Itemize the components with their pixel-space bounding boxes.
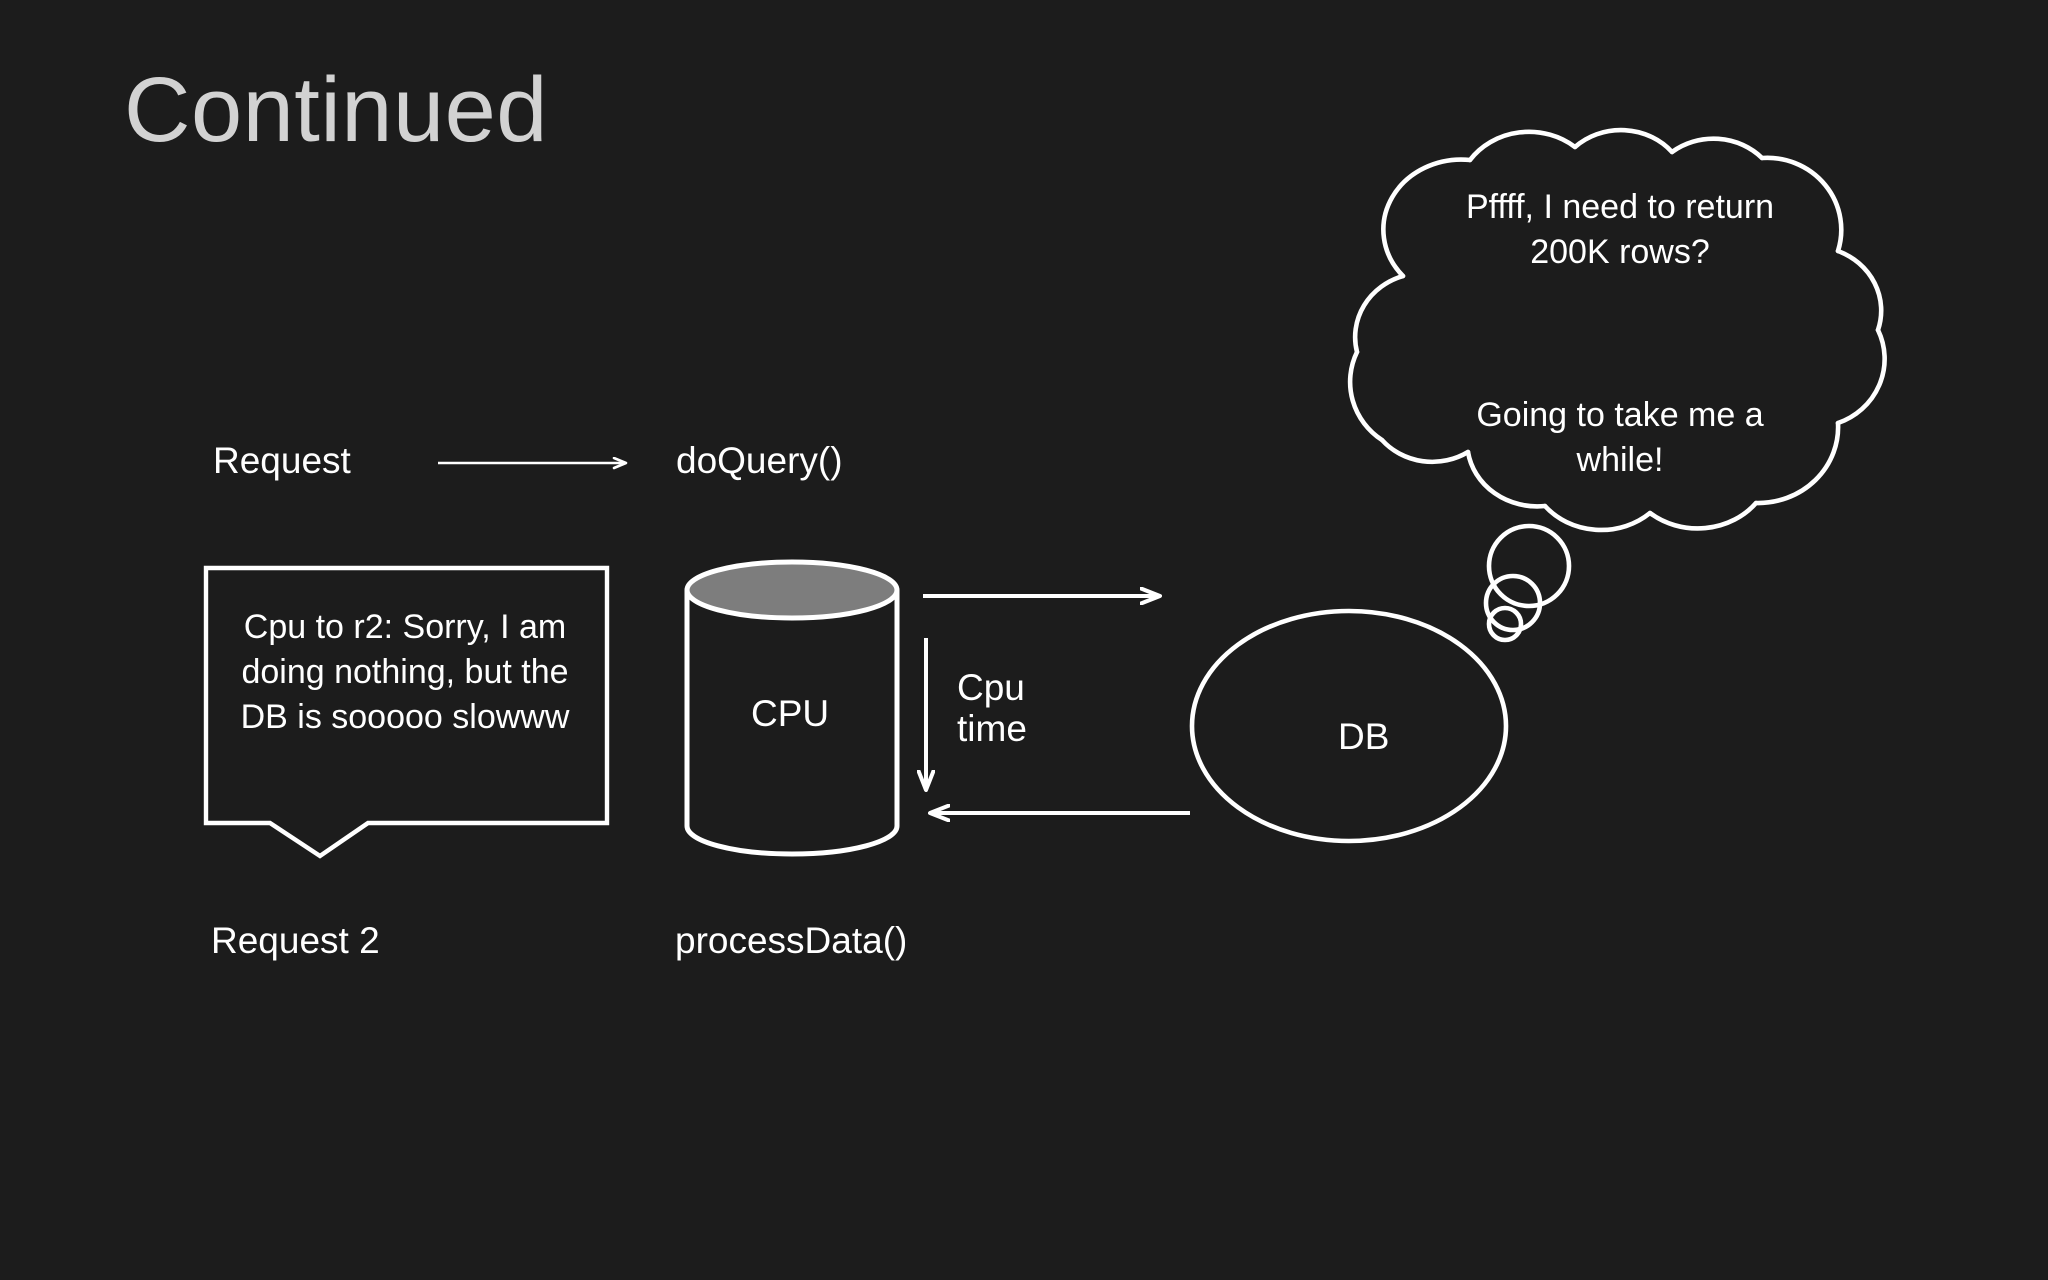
label-doquery: doQuery() [676, 440, 843, 481]
thought-bubble-shape [1347, 127, 1887, 643]
thought-bubble-text-line-2: Going to take me a while! [1476, 396, 1764, 480]
thought-bubble-text-line-1: Pffff, I need to return 200K rows? [1465, 188, 1775, 272]
label-cpu-time: Cpu time [957, 667, 1027, 750]
page-title: Continued [124, 59, 548, 161]
speech-bubble-text: Cpu to r2: Sorry, I am doing nothing, bu… [240, 608, 570, 737]
label-request-2: Request 2 [211, 920, 380, 961]
label-cpu: CPU [751, 693, 830, 734]
speech-bubble-shape [203, 565, 610, 859]
db-ellipse [1189, 608, 1509, 844]
cpu-cylinder [684, 559, 900, 857]
label-request: Request [213, 440, 351, 481]
label-process-data: processData() [675, 920, 908, 961]
label-db: DB [1338, 716, 1390, 757]
